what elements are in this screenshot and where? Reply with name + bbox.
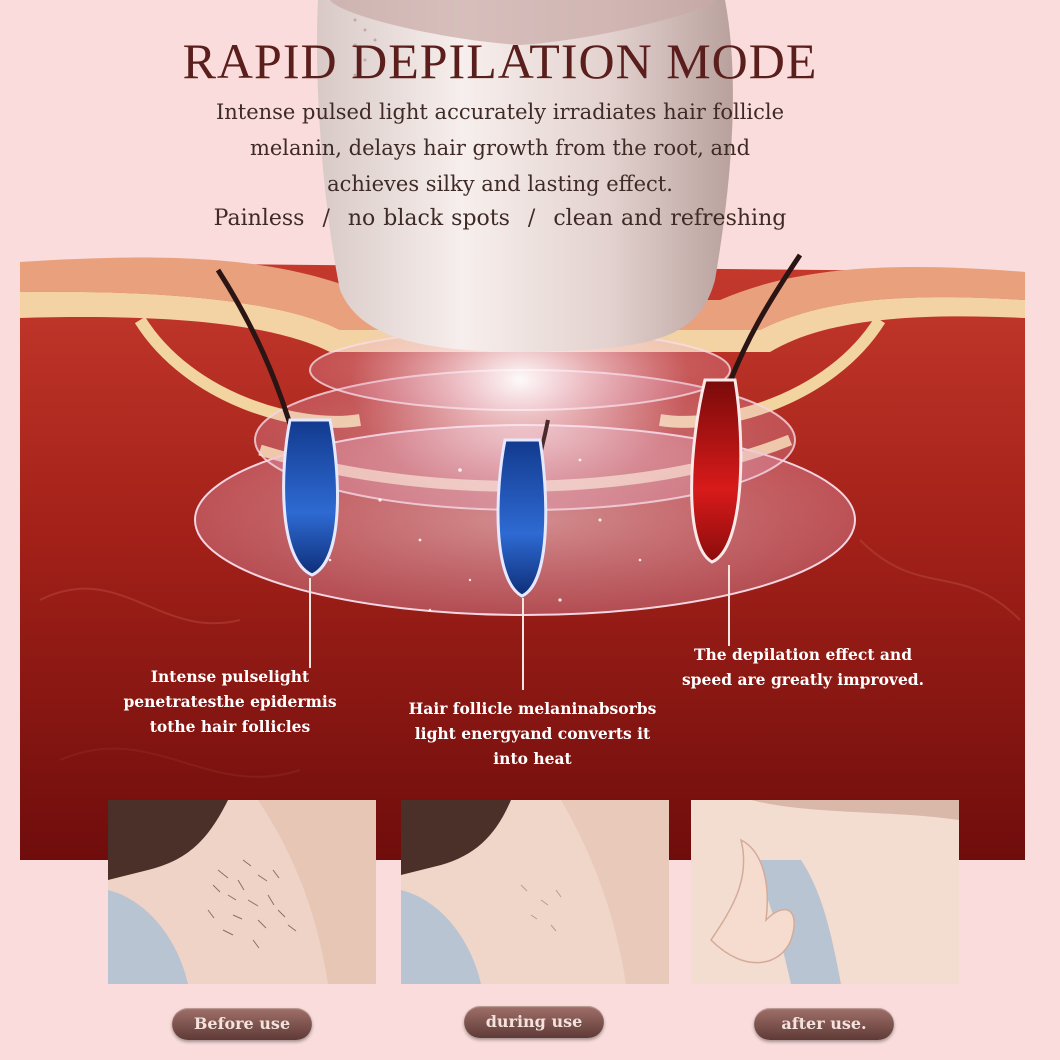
callout-melanin: Hair follicle melaninabsorbs light energ… bbox=[395, 696, 670, 771]
label-before-use: Before use bbox=[172, 1008, 312, 1040]
photo-after-use bbox=[691, 800, 959, 984]
label-after-use: after use. bbox=[754, 1008, 894, 1040]
feature-no-black-spots: no black spots bbox=[347, 206, 510, 231]
feature-clean: clean and refreshing bbox=[553, 206, 787, 231]
callout-line: Hair follicle melaninabsorbs bbox=[408, 699, 657, 718]
callout-line: into heat bbox=[493, 749, 572, 768]
callout-epidermis: Intense pulselight penetratesthe epiderm… bbox=[110, 664, 350, 739]
callout-line: Intense pulselight bbox=[150, 667, 310, 686]
callout-line: light energyand converts it bbox=[414, 724, 651, 743]
armpit-dense-hair-image bbox=[108, 800, 376, 984]
label-during-use: during use bbox=[464, 1006, 604, 1038]
callout-effect: The depilation effect and speed are grea… bbox=[668, 642, 938, 692]
feature-separator: / bbox=[322, 206, 330, 231]
photo-before-use bbox=[108, 800, 376, 984]
feature-list: Painless / no black spots / clean and refres… bbox=[0, 206, 1000, 231]
callout-line: penetratesthe epidermis bbox=[123, 692, 337, 711]
intro-line: achieves silky and lasting effect. bbox=[327, 172, 673, 196]
callout-line: The depilation effect and bbox=[693, 645, 913, 664]
callout-line: speed are greatly improved. bbox=[681, 670, 925, 689]
feature-separator: / bbox=[527, 206, 536, 231]
page-title: RAPID DEPILATION MODE bbox=[182, 33, 818, 89]
callout-line: tothe hair follicles bbox=[149, 717, 311, 736]
intro-text: Intense pulsed light accurately irradiat… bbox=[150, 94, 850, 202]
intro-line: melanin, delays hair growth from the roo… bbox=[249, 136, 751, 160]
armpit-smooth-image bbox=[691, 800, 959, 984]
intro-line: Intense pulsed light accurately irradiat… bbox=[215, 100, 785, 124]
armpit-sparse-hair-image bbox=[401, 800, 669, 984]
photo-during-use bbox=[401, 800, 669, 984]
feature-painless: Painless bbox=[213, 206, 305, 231]
